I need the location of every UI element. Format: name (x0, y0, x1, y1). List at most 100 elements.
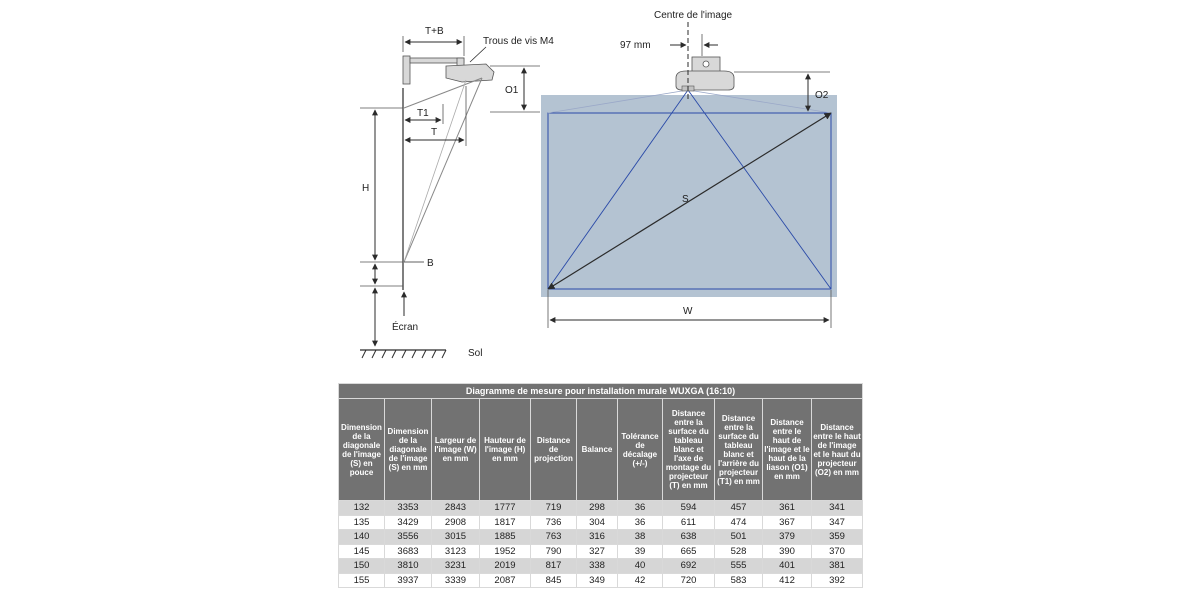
table-cell: 736 (530, 514, 577, 530)
table-cell: 3353 (384, 500, 432, 516)
table-cell: 2019 (479, 558, 531, 574)
table-cell: 817 (530, 558, 577, 574)
table-cell: 638 (662, 529, 715, 545)
pointer-screw-holes (469, 46, 487, 63)
beam-bottom (403, 77, 483, 263)
label-t-plus-b: T+B (425, 26, 444, 37)
side-view: T+B Trous de vis M4 O1 T1 T H B Écran (360, 26, 554, 359)
projector-side (445, 63, 495, 83)
table-cell: 555 (714, 558, 763, 574)
column-header: Distance entre le haut de l'image et le … (810, 398, 864, 501)
front-view: S W Centre de l'image 97 mm O2 (541, 10, 837, 328)
label-t1: T1 (417, 108, 429, 119)
table-cell: 720 (662, 572, 715, 588)
column-header: Distance entre la surface du tableau bla… (662, 398, 715, 501)
table-cell: 3339 (431, 572, 480, 588)
table-cell: 2087 (479, 572, 531, 588)
table-cell: 457 (714, 500, 763, 516)
column-header: Dimension de la diagonale de l'image (S)… (384, 398, 432, 501)
label-o2: O2 (815, 90, 829, 101)
screen-area (541, 95, 837, 297)
table-cell: 327 (576, 543, 618, 559)
column-header: Balance (576, 398, 618, 501)
table-cell: 2908 (431, 514, 480, 530)
table-cell: 3810 (384, 558, 432, 574)
beam-top (403, 77, 483, 109)
table-cell: 474 (714, 514, 763, 530)
table-cell: 381 (810, 558, 864, 574)
label-97mm: 97 mm (620, 40, 651, 51)
table-cell: 501 (714, 529, 763, 545)
table-cell: 379 (762, 529, 812, 545)
mount-arm (409, 57, 465, 64)
table-cell: 3231 (431, 558, 480, 574)
diagonal-s (547, 112, 832, 290)
column-header: Hauteur de l'image (H) en mm (479, 398, 531, 501)
column-header: Tolérance de décalage (+/-) (617, 398, 663, 501)
label-w: W (683, 306, 693, 317)
table-cell: 155 (338, 572, 385, 588)
table-cell: 594 (662, 500, 715, 516)
table-cell: 3429 (384, 514, 432, 530)
table-cell: 145 (338, 543, 385, 559)
table-cell: 790 (530, 543, 577, 559)
table-cell: 3123 (431, 543, 480, 559)
table-cell: 36 (617, 500, 663, 516)
table-cell: 3015 (431, 529, 480, 545)
label-s: S (682, 194, 689, 205)
table-cell: 347 (810, 514, 864, 530)
label-h: H (362, 183, 369, 194)
projector-front (675, 56, 735, 92)
table-cell: 763 (530, 529, 577, 545)
column-header: Largeur de l'image (W) en mm (431, 398, 480, 501)
label-image-center: Centre de l'image (654, 10, 733, 21)
table-cell: 583 (714, 572, 763, 588)
table-cell: 392 (810, 572, 864, 588)
floor-hatch (360, 349, 447, 359)
table-cell: 42 (617, 572, 663, 588)
table-cell: 390 (762, 543, 812, 559)
table-cell: 401 (762, 558, 812, 574)
wall-plate (402, 55, 411, 85)
table-cell: 412 (762, 572, 812, 588)
table-cell: 370 (810, 543, 864, 559)
installation-diagram: T+B Trous de vis M4 O1 T1 T H B Écran (360, 10, 837, 359)
table-header-row: Dimension de la diagonale de l'image (S)… (338, 398, 864, 501)
table-cell: 1885 (479, 529, 531, 545)
table-cell: 298 (576, 500, 618, 516)
label-t: T (431, 127, 437, 138)
column-header: Distance de projection (530, 398, 577, 501)
table-cell: 304 (576, 514, 618, 530)
table-cell: 36 (617, 514, 663, 530)
table-cell: 150 (338, 558, 385, 574)
table-cell: 3937 (384, 572, 432, 588)
beam-mid (403, 79, 467, 263)
table-title: Diagramme de mesure pour installation mu… (337, 383, 864, 399)
table-cell: 1952 (479, 543, 531, 559)
table-cell: 341 (810, 500, 864, 516)
table-cell: 611 (662, 514, 715, 530)
table-cell: 1777 (479, 500, 531, 516)
table-cell: 40 (617, 558, 663, 574)
table-cell: 349 (576, 572, 618, 588)
table-cell: 1817 (479, 514, 531, 530)
table-cell: 719 (530, 500, 577, 516)
table-cell: 361 (762, 500, 812, 516)
table-cell: 316 (576, 529, 618, 545)
measurement-table: Diagramme de mesure pour installation mu… (337, 383, 864, 588)
table-cell: 140 (338, 529, 385, 545)
table-cell: 367 (762, 514, 812, 530)
label-screen: Écran (392, 320, 418, 333)
column-header: Distance entre la surface du tableau bla… (714, 398, 763, 501)
table-cell: 338 (576, 558, 618, 574)
table-cell: 528 (714, 543, 763, 559)
table-cell: 359 (810, 529, 864, 545)
label-o1: O1 (505, 85, 519, 96)
table-cell: 3556 (384, 529, 432, 545)
